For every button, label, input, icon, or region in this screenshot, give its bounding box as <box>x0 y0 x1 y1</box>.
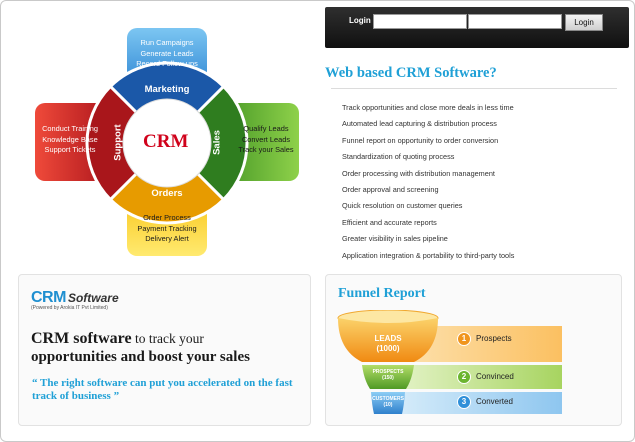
support-item: Knowledge Base <box>42 134 98 144</box>
leads-count: (1000) <box>376 344 400 353</box>
list-item: Order approval and screening <box>342 184 439 194</box>
divider <box>331 88 617 89</box>
password-input[interactable] <box>468 14 562 29</box>
promo-headline: CRM software to track your opportunities… <box>31 330 250 366</box>
prospects-label: PROSPECTS (150) <box>358 369 418 381</box>
logo-software: Software <box>67 291 119 305</box>
crm-center-label: CRM <box>143 131 189 152</box>
funnel-graphic: LEADS (1000) PROSPECTS (150) CUSTOMERS (… <box>336 309 596 423</box>
orders-item: Order Process <box>143 213 191 222</box>
funnel-title: Funnel Report <box>338 286 426 301</box>
orders-items: Order Process Payment Tracking Delivery … <box>127 213 207 245</box>
sales-item: Qualify Leads <box>243 124 289 133</box>
marketing-item: Record Follow-ups <box>136 59 198 68</box>
list-item: Automated lead capturing & distribution … <box>342 119 497 129</box>
stage-1-label: Prospects <box>476 334 512 343</box>
customers-count: (10) <box>383 402 393 408</box>
support-item: Conduct Training <box>42 124 98 133</box>
prospects-count: (150) <box>382 375 394 381</box>
sales-item: Convert Leads <box>241 134 291 144</box>
stage-3-badge: 3 <box>457 395 471 409</box>
list-item: Standardization of quoting process <box>342 152 455 162</box>
login-bar: Login Login <box>325 7 629 48</box>
marketing-item: Generate Leads <box>140 48 194 58</box>
list-item: Application integration & portability to… <box>342 250 515 260</box>
login-button[interactable]: Login <box>565 14 603 31</box>
support-item: Support Tickets <box>44 145 96 154</box>
login-label: Login <box>349 16 371 25</box>
promo-quote: “ The right software can put you acceler… <box>32 377 293 402</box>
sales-items: Qualify Leads Convert Leads Track your S… <box>231 124 301 156</box>
marketing-item: Run Campaigns <box>140 38 194 47</box>
crm-wheel: Run Campaigns Generate Leads Record Foll… <box>31 26 301 258</box>
leads-label: LEADS (1000) <box>358 334 418 354</box>
list-item: Quick resolution on customer queries <box>342 201 463 211</box>
sales-title: Sales <box>211 130 223 155</box>
powered-by: (Powered by Arokia IT Pvt Limited) <box>31 305 108 311</box>
stage-1-badge: 1 <box>457 332 471 346</box>
funnel-panel: Funnel Report LEADS <box>325 274 622 426</box>
logo-crm: CRM <box>31 289 66 306</box>
stage-2-badge: 2 <box>457 370 471 384</box>
username-input[interactable] <box>373 14 467 29</box>
funnel-shapes <box>337 309 562 414</box>
list-item: Track opportunities and close more deals… <box>342 103 514 112</box>
headline-rest: to track your <box>131 331 204 346</box>
customers-label: CUSTOMERS (10) <box>358 396 418 408</box>
marketing-items: Run Campaigns Generate Leads Record Foll… <box>127 38 207 70</box>
crm-wheel-graphic <box>35 28 299 256</box>
feature-list: Track opportunities and close more deals… <box>342 100 514 264</box>
orders-title: Orders <box>151 188 183 199</box>
list-item: Efficient and accurate reports <box>342 217 437 227</box>
features-title: Web based CRM Software? <box>325 65 497 81</box>
list-item: Greater visibility in sales pipeline <box>342 234 448 244</box>
customers-text: CUSTOMERS <box>372 396 404 402</box>
stage-2-label: Convinced <box>476 372 514 381</box>
sales-item: Track your Sales <box>238 145 294 154</box>
list-item: Funnel report on opportunity to order co… <box>342 135 499 145</box>
prospects-text: PROSPECTS <box>372 369 404 375</box>
headline-bold: CRM software <box>31 330 132 347</box>
orders-item: Delivery Alert <box>145 234 189 243</box>
headline-line2: opportunities and boost your sales <box>31 349 250 365</box>
support-title: Support <box>112 124 124 161</box>
list-item: Order processing with distribution manag… <box>342 168 495 178</box>
stage-3-label: Converted <box>476 397 513 406</box>
support-items: Conduct Training Knowledge Base Support … <box>35 124 105 156</box>
marketing-title: Marketing <box>144 84 190 95</box>
orders-item: Payment Tracking <box>137 223 197 233</box>
leads-text: LEADS <box>374 334 402 343</box>
